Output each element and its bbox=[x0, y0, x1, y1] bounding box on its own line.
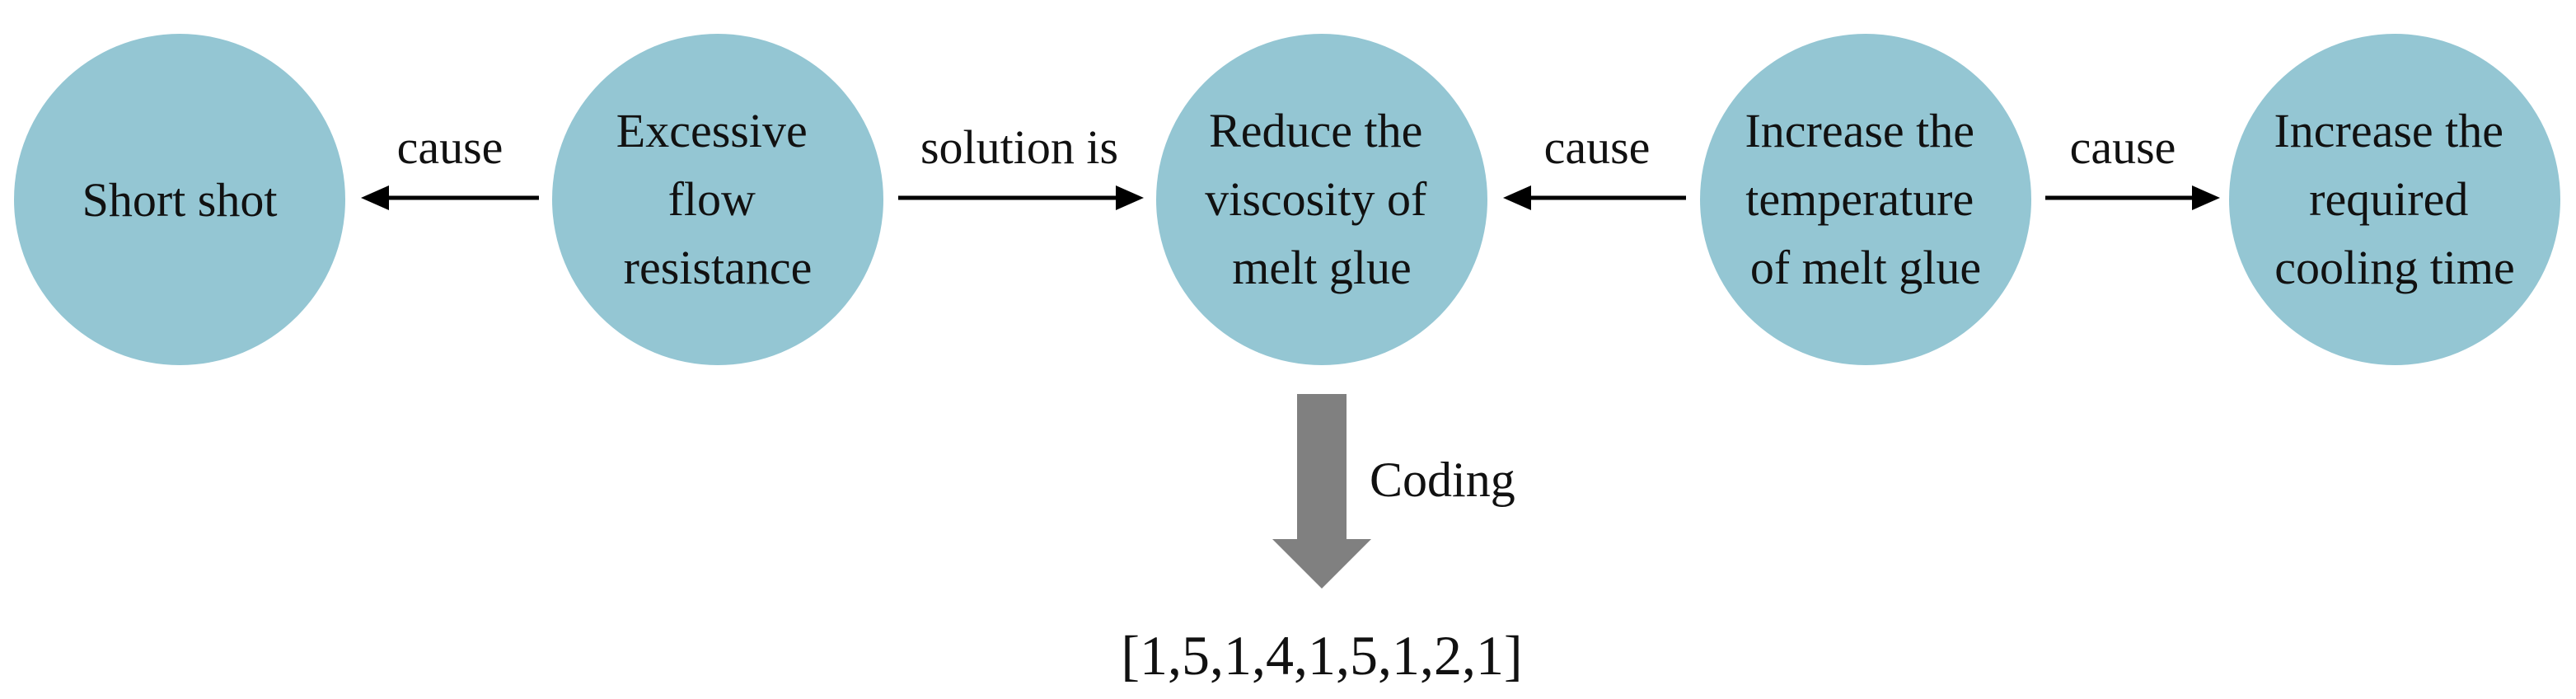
node-label: Reduce the viscosity of melt glue bbox=[1205, 104, 1439, 294]
edge-label: cause bbox=[397, 120, 503, 174]
node-label-line: viscosity of bbox=[1205, 172, 1427, 226]
node-increase-cooling-time: Increase the required cooling time bbox=[2229, 34, 2560, 365]
node-label-line: melt glue bbox=[1232, 241, 1411, 294]
arrow-head-left bbox=[1503, 185, 1531, 210]
node-reduce-viscosity: Reduce the viscosity of melt glue bbox=[1156, 34, 1487, 365]
node-label-line: temperature bbox=[1745, 172, 1974, 226]
edge-cause-cooling-time: cause bbox=[2045, 120, 2220, 210]
node-increase-temperature: Increase the temperature of melt glue bbox=[1700, 34, 2031, 365]
node-circle bbox=[552, 34, 883, 365]
node-short-shot: Short shot bbox=[14, 34, 345, 365]
node-label-line: of melt glue bbox=[1750, 241, 1981, 294]
node-label-line: required bbox=[2309, 172, 2468, 226]
node-label: Increase the temperature of melt glue bbox=[1745, 104, 1986, 294]
edge-solution-is: solution is bbox=[898, 120, 1144, 210]
edge-cause-reduce-viscosity: cause bbox=[1503, 120, 1686, 210]
node-label-line: flow bbox=[668, 172, 756, 226]
edge-label: cause bbox=[2070, 120, 2176, 174]
node-label-line: cooling time bbox=[2274, 241, 2515, 294]
arrow-head-right bbox=[1116, 185, 1144, 210]
coding-arrow: Coding bbox=[1272, 394, 1515, 589]
node-label: Short shot bbox=[82, 173, 278, 227]
node-circle bbox=[14, 34, 345, 365]
node-label-line: Reduce the bbox=[1209, 104, 1422, 157]
node-label-line: Increase the bbox=[1745, 104, 1974, 157]
coding-label: Coding bbox=[1370, 453, 1515, 507]
node-label-line: resistance bbox=[624, 241, 813, 294]
edge-label: solution is bbox=[920, 120, 1118, 174]
edge-label: cause bbox=[1544, 120, 1651, 174]
node-circle bbox=[1700, 34, 2031, 365]
node-label: Excessive flow resistance bbox=[616, 104, 819, 294]
edge-cause-short-shot: cause bbox=[361, 120, 539, 210]
node-excessive-flow-resistance: Excessive flow resistance bbox=[552, 34, 883, 365]
node-circle bbox=[2229, 34, 2560, 365]
node-label-line: Excessive bbox=[616, 104, 808, 157]
coding-result: [1,5,1,4,1,5,1,2,1] bbox=[1121, 624, 1522, 687]
node-label-line: Short shot bbox=[82, 173, 278, 227]
arrow-head-right bbox=[2192, 185, 2220, 210]
node-label-line: Increase the bbox=[2274, 104, 2503, 157]
node-circle bbox=[1156, 34, 1487, 365]
arrow-head-left bbox=[361, 185, 389, 210]
block-arrow-down bbox=[1272, 394, 1371, 589]
node-label: Increase the required cooling time bbox=[2274, 104, 2515, 294]
